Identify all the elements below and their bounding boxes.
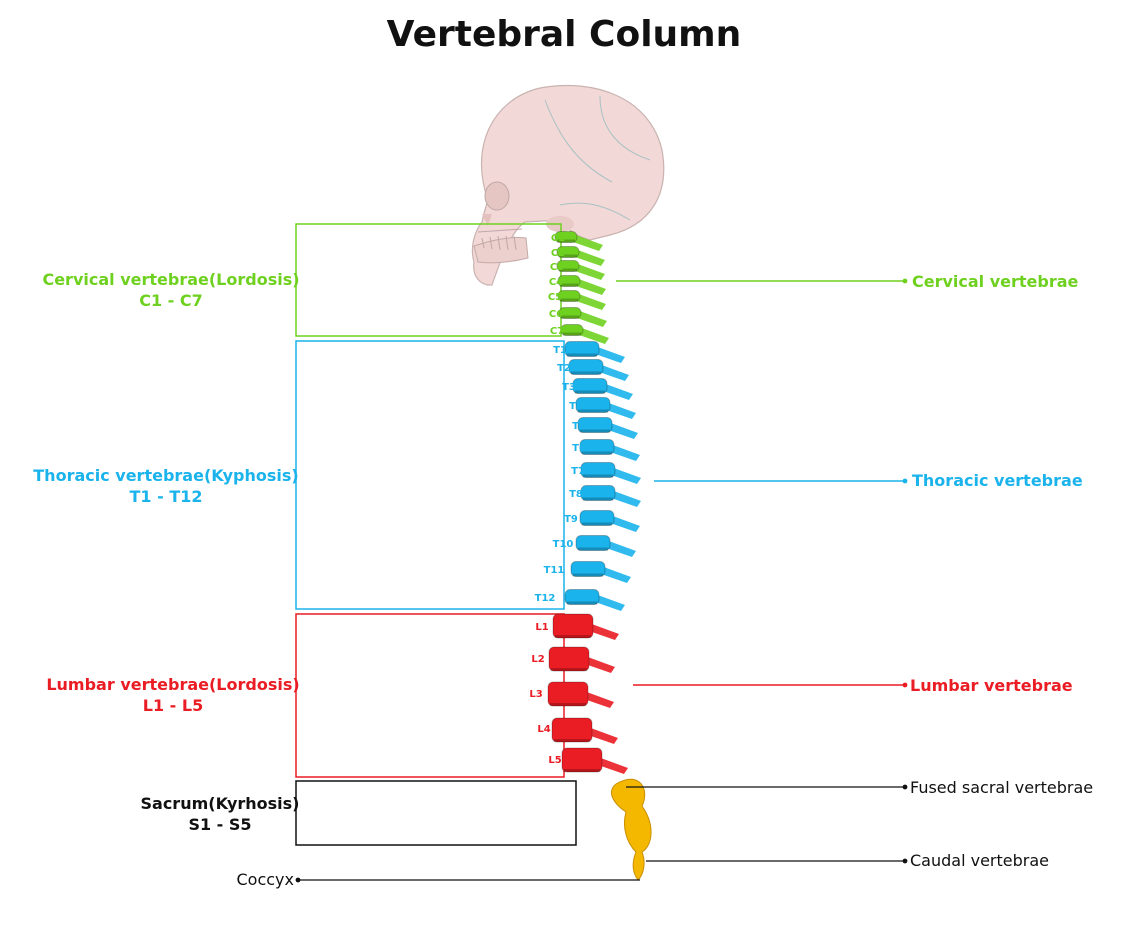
- intervertebral-disc: [554, 739, 590, 742]
- vertebra-label-c5: C5: [548, 292, 562, 303]
- vertebra-label-c7: C7: [550, 326, 564, 337]
- intervertebral-disc: [567, 602, 597, 605]
- intervertebral-disc: [563, 333, 581, 336]
- caudal-right-label: Caudal vertebrae: [910, 851, 1049, 871]
- vertebra-label-l1: L1: [535, 622, 548, 633]
- vertebra-body: [552, 718, 592, 742]
- intervertebral-disc: [578, 548, 608, 551]
- lumbar-range: L1 - L5: [40, 695, 306, 716]
- intervertebral-disc: [550, 703, 586, 706]
- vertebra-label-l5: L5: [548, 755, 561, 766]
- lumbar-name: Lumbar vertebrae(Lordosis): [40, 674, 306, 695]
- vertebra-body: [548, 682, 588, 706]
- vertebra-label-t7: T7: [571, 466, 585, 477]
- intervertebral-disc: [560, 299, 578, 302]
- vertebra-label-l4: L4: [537, 724, 550, 735]
- sacrum-bracket: [296, 781, 576, 845]
- thoracic-name: Thoracic vertebrae(Kyphosis): [30, 465, 302, 486]
- vertebra-label-c4: C4: [549, 277, 563, 288]
- intervertebral-disc: [567, 354, 597, 357]
- intervertebral-disc: [561, 316, 579, 319]
- lumbar-bracket: [296, 614, 564, 777]
- vertebra-label-c6: C6: [549, 309, 563, 320]
- vertebra-label-t12: T12: [535, 593, 556, 604]
- vertebra-label-t8: T8: [569, 489, 583, 500]
- vertebra-label-t10: T10: [553, 539, 574, 550]
- vertebra-label-t2: T2: [557, 363, 571, 374]
- sacral-right-label: Fused sacral vertebrae: [910, 778, 1093, 798]
- vertebra-label-t5: T5: [572, 421, 586, 432]
- intervertebral-disc: [583, 475, 613, 478]
- vertebra-label-t1: T1: [553, 345, 567, 356]
- thoracic-bracket: [296, 341, 564, 609]
- thoracic-right-label: Thoracic vertebrae: [912, 471, 1083, 491]
- sacrum-coccyx-bone: [611, 779, 651, 880]
- vertebra-label-t6: T6: [572, 443, 586, 454]
- intervertebral-disc: [555, 635, 591, 638]
- vertebra-label-t3: T3: [562, 382, 576, 393]
- sacrum-range: S1 - S5: [130, 814, 310, 835]
- vertebra-body: [549, 647, 589, 671]
- lumbar-right-label: Lumbar vertebrae: [910, 676, 1073, 696]
- sacrum-left-label: Sacrum(Kyrhosis) S1 - S5: [130, 793, 310, 835]
- cervical-left-label: Cervical vertebrae(Lordosis) C1 - C7: [40, 269, 302, 311]
- cervical-range: C1 - C7: [40, 290, 302, 311]
- intervertebral-disc: [564, 769, 600, 772]
- intervertebral-disc: [582, 452, 612, 455]
- coccyx-label: Coccyx: [230, 870, 294, 890]
- cervical-right-label: Cervical vertebrae: [912, 272, 1078, 292]
- intervertebral-disc: [573, 574, 603, 577]
- intervertebral-disc: [571, 372, 601, 375]
- vertebra-label-t9: T9: [564, 514, 578, 525]
- vertebra-label-t11: T11: [544, 565, 565, 576]
- intervertebral-disc: [575, 391, 605, 394]
- sacrum-name: Sacrum(Kyrhosis): [130, 793, 310, 814]
- vertebra-label-l3: L3: [529, 689, 542, 700]
- vertebra-body: [562, 748, 602, 772]
- intervertebral-disc: [583, 498, 613, 501]
- intervertebral-disc: [582, 523, 612, 526]
- vertebra-label-c3: C3: [550, 262, 564, 273]
- intervertebral-disc: [551, 668, 587, 671]
- thoracic-range: T1 - T12: [30, 486, 302, 507]
- thoracic-left-label: Thoracic vertebrae(Kyphosis) T1 - T12: [30, 465, 302, 507]
- lumbar-left-label: Lumbar vertebrae(Lordosis) L1 - L5: [40, 674, 306, 716]
- page-title: Vertebral Column: [0, 14, 1128, 55]
- vertebra-label-c1: C1: [551, 233, 565, 244]
- vertebra-label-l2: L2: [531, 654, 544, 665]
- vertebra-label-t4: T4: [569, 401, 583, 412]
- vertebra-body: [553, 614, 593, 638]
- cervical-name: Cervical vertebrae(Lordosis): [40, 269, 302, 290]
- vertebra-label-c2: C2: [551, 248, 565, 259]
